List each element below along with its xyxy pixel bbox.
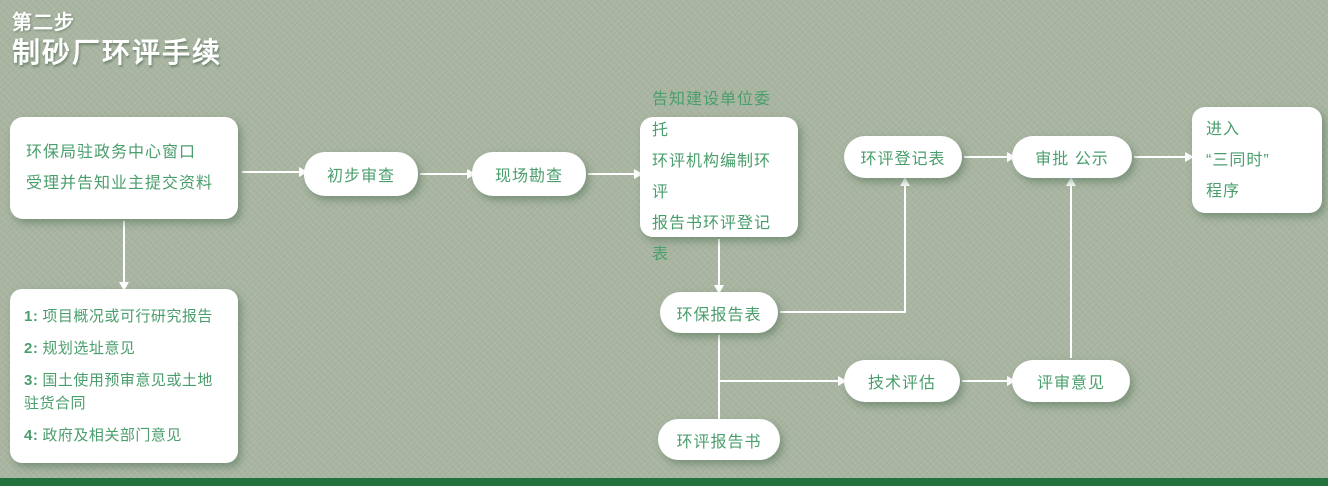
flow-node-site-survey: 现场勘查 (472, 152, 586, 196)
materials-item: 3:国土使用预审意见或土地驻货合同 (24, 369, 224, 415)
node-line: 报告书环评登记表 (652, 215, 772, 263)
arrow-approval-to-three-simultaneous (1134, 152, 1194, 162)
flow-node-review-opinion: 评审意见 (1012, 360, 1130, 402)
page-title: 制砂厂环评手续 (12, 37, 223, 68)
arrow-survey-to-notify (588, 169, 643, 179)
materials-item-number: 4: (24, 427, 39, 444)
flow-node-registration-form: 环评登记表 (844, 136, 962, 178)
node-line: 告知建设单位委托 (652, 91, 772, 139)
materials-item: 2:规划选址意见 (24, 337, 224, 360)
footer-bar (0, 478, 1328, 486)
materials-item-text: 规划选址意见 (42, 340, 136, 357)
flow-node-report-book: 环评报告书 (658, 419, 780, 460)
node-line: 程序 (1206, 182, 1241, 200)
node-line: 环保局驻政务中心窗口 (26, 144, 197, 161)
flow-node-report-form: 环保报告表 (660, 292, 778, 333)
materials-item-text: 国土使用预审意见或土地驻货合同 (24, 372, 213, 412)
arrow-registration-to-approval (964, 152, 1016, 162)
node-line: “三同时” (1206, 151, 1270, 169)
materials-item: 4:政府及相关部门意见 (24, 424, 224, 447)
arrow-review-to-approval (1066, 177, 1076, 358)
flow-node-three-simultaneous: 进入 “三同时” 程序 (1192, 107, 1322, 213)
arrow-preliminary-to-survey (420, 169, 476, 179)
materials-item-text: 项目概况或可行研究报告 (42, 308, 213, 325)
materials-item: 1:项目概况或可行研究报告 (24, 305, 224, 328)
node-line: 环评机构编制环评 (652, 153, 772, 201)
materials-item-text: 政府及相关部门意见 (42, 427, 182, 444)
node-line: 进入 (1206, 120, 1241, 138)
arrow-junction-to-tech-eval (719, 376, 847, 386)
flow-node-window: 环保局驻政务中心窗口 受理并告知业主提交资料 (10, 117, 238, 219)
arrow-window-to-materials (119, 221, 129, 291)
flow-node-notify: 告知建设单位委托 环评机构编制环评 报告书环评登记表 (640, 91, 798, 263)
flow-node-approval: 审批 公示 (1012, 136, 1132, 178)
step-label: 第二步 (12, 12, 75, 34)
flow-node-materials-list: 1:项目概况或可行研究报告 2:规划选址意见 3:国土使用预审意见或土地驻货合同… (10, 289, 238, 463)
flow-node-tech-eval: 技术评估 (844, 360, 960, 402)
materials-item-number: 2: (24, 340, 39, 357)
arrow-window-to-preliminary (242, 167, 308, 177)
flow-node-preliminary-review: 初步审查 (304, 152, 418, 196)
arrow-report-form-to-registration (780, 177, 910, 313)
materials-item-number: 1: (24, 308, 39, 325)
arrow-tech-eval-to-review (962, 376, 1016, 386)
node-line: 受理并告知业主提交资料 (26, 175, 214, 192)
materials-item-number: 3: (24, 372, 39, 389)
